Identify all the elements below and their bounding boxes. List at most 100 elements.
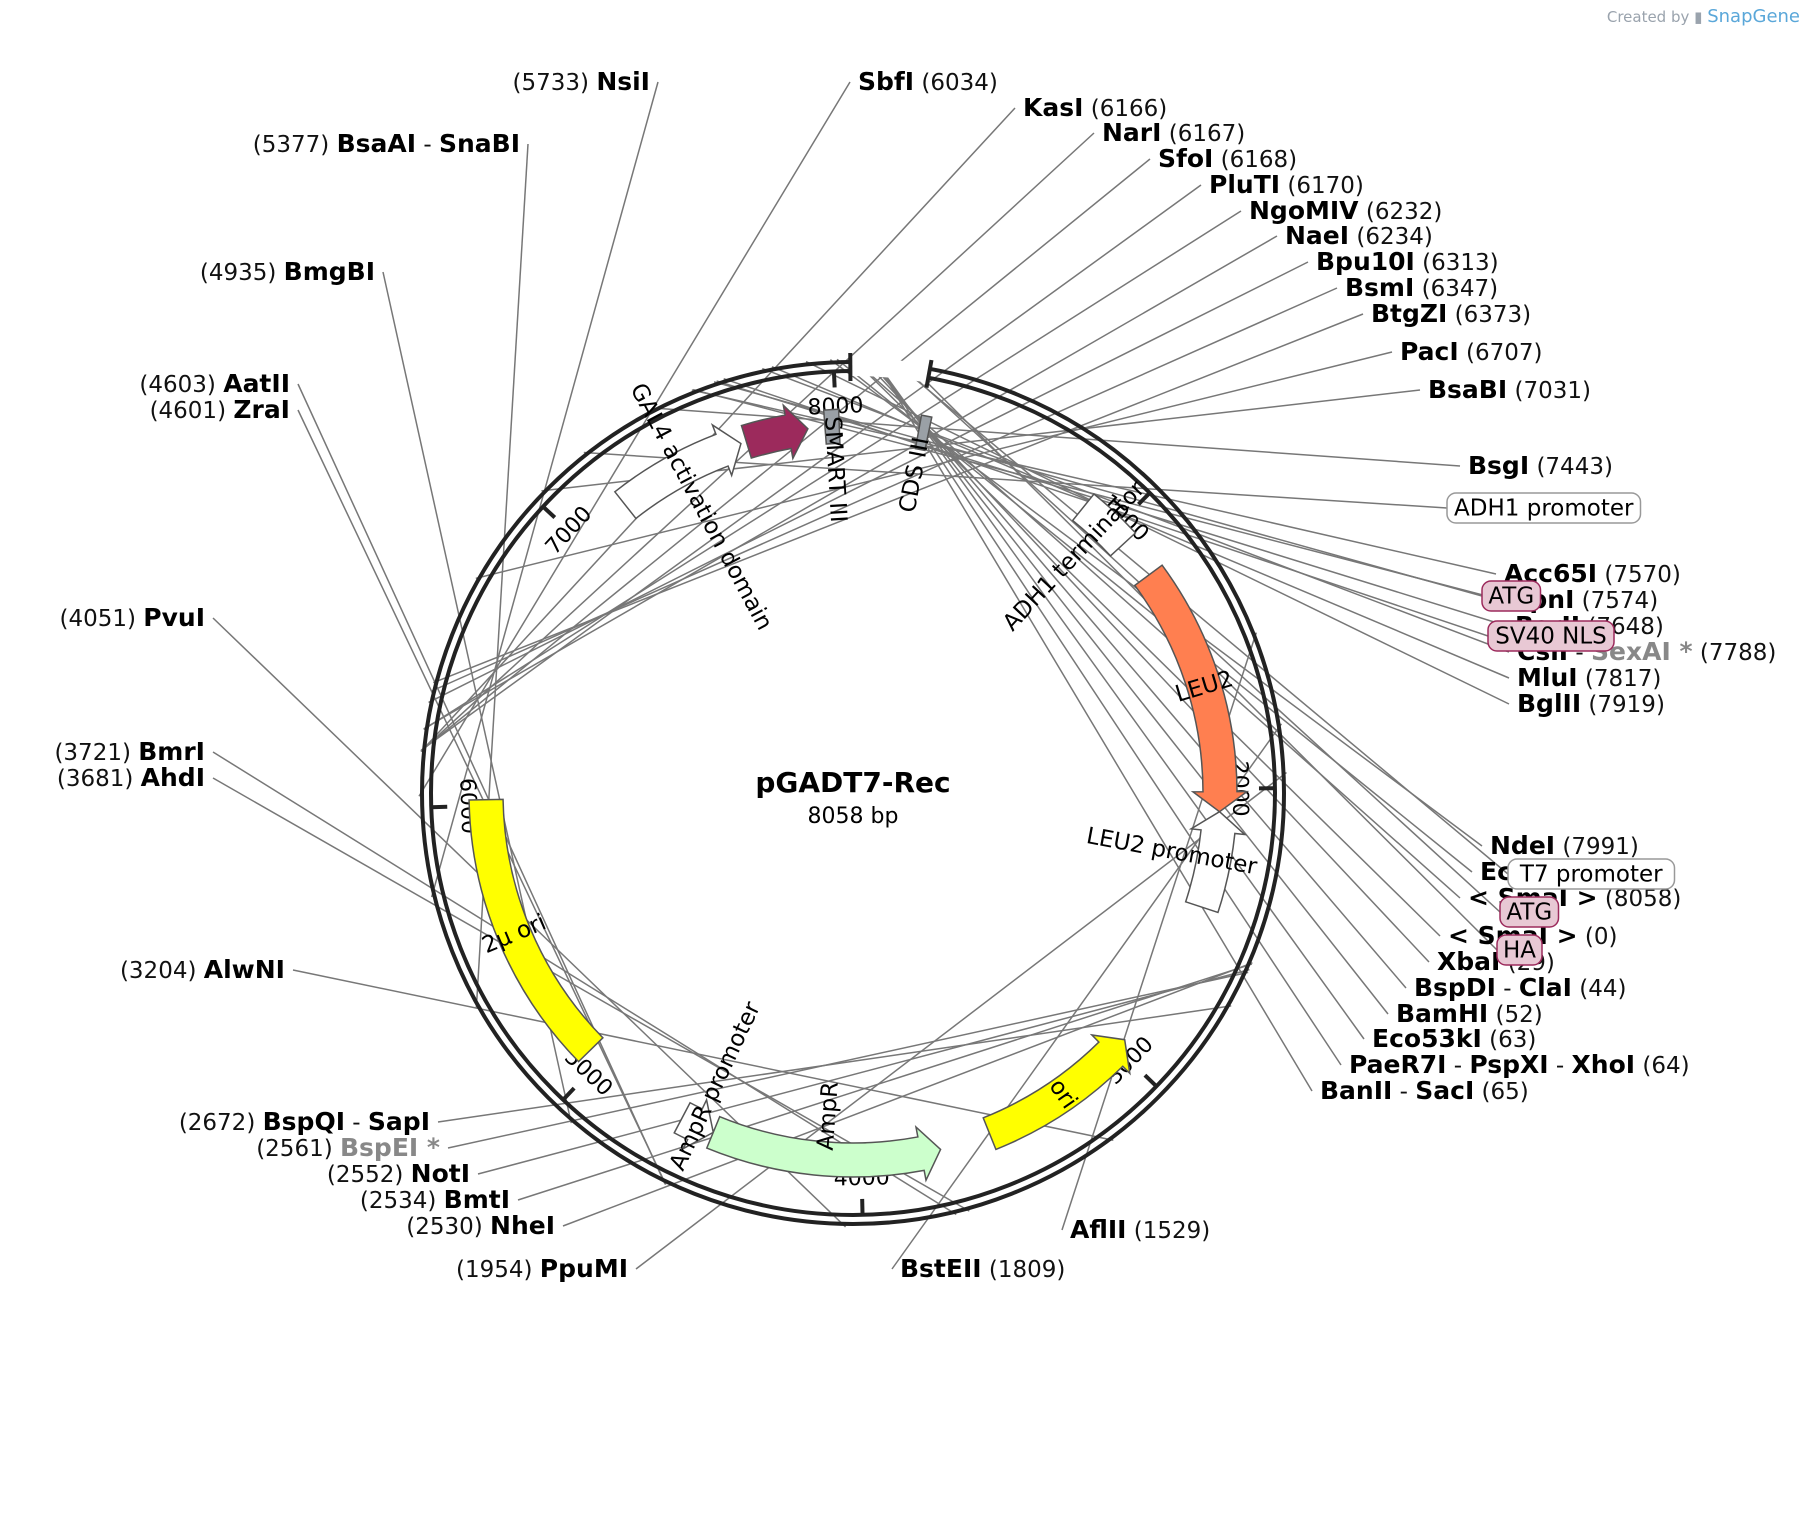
boxed-label-text: ATG — [1506, 900, 1552, 926]
tick-mark — [1143, 1073, 1158, 1088]
snapgene-logo-icon: ▮ — [1694, 8, 1703, 26]
site-label: SfoI (6168) — [1158, 144, 1297, 173]
site-label: NarI (6167) — [1102, 118, 1245, 147]
boxed-label-text: ADH1 promoter — [1454, 496, 1634, 522]
feature-leu2 — [1133, 564, 1250, 813]
tick-mark — [1137, 491, 1152, 506]
feature-label: SMART III — [819, 416, 851, 524]
backbone-gap — [850, 358, 931, 383]
site-label: BsgI (7443) — [1468, 451, 1613, 480]
site-leader-line — [423, 235, 1278, 730]
boxed-label-frame — [1487, 620, 1615, 652]
boxed-label-leader — [713, 381, 1483, 597]
plasmid-size: 8058 bp — [808, 804, 899, 829]
site-leader-line — [418, 81, 851, 797]
site-leader-line — [771, 365, 1510, 679]
site-leader-lines — [212, 81, 1510, 1270]
site-label: Bpu10I (6313) — [1316, 247, 1499, 276]
feature-2-ori — [468, 798, 604, 1063]
site-leader-line — [423, 210, 1242, 731]
site-label: (4935) BmgBI — [200, 257, 375, 286]
site-leader-line — [297, 383, 666, 1185]
boxed-label-text: T7 promoter — [1519, 862, 1663, 888]
site-leader-line — [292, 969, 1114, 1141]
site-leader-line — [477, 968, 1250, 1175]
site-label: (4051) PvuI — [59, 603, 205, 632]
site-label: (5733) NsiI — [513, 67, 650, 96]
site-label: (2672) BspQI - SapI — [179, 1107, 430, 1136]
site-label: NgoMIV (6232) — [1249, 196, 1442, 225]
site-leader-line — [716, 380, 1508, 627]
tick-mark — [561, 1086, 576, 1102]
feature-leu2-promoter — [1184, 810, 1248, 914]
boxed-label-frame — [1507, 858, 1676, 890]
site-leader-line — [870, 358, 1389, 1015]
watermark-prefix: Created by — [1606, 8, 1690, 26]
site-label: BglII (7919) — [1517, 689, 1665, 718]
site-label: Eco53kI (63) — [1372, 1024, 1536, 1053]
site-label: (5377) BsaAI - SnaBI — [253, 129, 520, 158]
feature-smart-iii — [822, 408, 841, 445]
site-leader-line — [432, 313, 1364, 684]
site-labels: (5733) NsiI (5377) BsaAI - SnaBI (4935) Bm… — [54, 67, 1776, 1283]
site-label: BstEII (1809) — [900, 1254, 1065, 1283]
boxed-label-text: ATG — [1488, 584, 1534, 610]
site-label: BanII - SacI (65) — [1320, 1076, 1529, 1105]
tick-mark — [831, 371, 837, 388]
site-label: (4601) ZraI — [150, 395, 290, 424]
site-label: SbfI (6034) — [858, 67, 998, 96]
site-leader-line — [873, 359, 1365, 1040]
boxed-label-frame — [1496, 934, 1543, 966]
site-leader-line — [862, 358, 1430, 963]
site-leader-line — [562, 962, 1253, 1227]
site-leader-line — [428, 261, 1309, 704]
site-leader-line — [874, 359, 1313, 1092]
site-label: BamHI (52) — [1396, 999, 1543, 1028]
site-label: (2530) NheI — [406, 1211, 555, 1240]
site-leader-line — [212, 751, 957, 1216]
site-label: BtgZI (6373) — [1371, 299, 1531, 328]
watermark-brand: SnapGene — [1707, 6, 1800, 27]
site-label: (4603) AatII — [139, 369, 290, 398]
site-leader-line — [852, 358, 1461, 899]
site-label: (3681) AhdI — [57, 763, 205, 792]
tick-mark — [541, 505, 557, 519]
feature-ampr — [705, 1115, 942, 1183]
boxed-label-frame — [1446, 492, 1642, 524]
feature-adh1-terminator — [1071, 492, 1137, 557]
feature-label: AmpR — [813, 1081, 844, 1151]
site-label: (1954) PpuMI — [456, 1254, 628, 1283]
site-leader-line — [212, 777, 970, 1212]
feature-ori — [982, 1033, 1131, 1151]
boxed-label: ATG — [1481, 580, 1542, 612]
boxed-label: HA — [1496, 934, 1543, 966]
snapgene-watermark: Created by ▮ SnapGene — [1607, 6, 1800, 27]
tick-mark — [431, 804, 448, 810]
boxed-label-leader — [893, 360, 1509, 875]
boxed-label: T7 promoter — [1507, 858, 1676, 890]
feature-cds-iii — [914, 414, 933, 452]
site-leader-line — [437, 1005, 1232, 1123]
plasmid-name: pGADT7-Rec — [755, 766, 950, 799]
boxed-label-text: HA — [1503, 938, 1536, 964]
backbone-gap-start — [924, 359, 934, 388]
boxed-label: ATG — [1499, 896, 1560, 928]
site-label: NaeI (6234) — [1285, 221, 1433, 250]
boxed-label-frame — [1499, 896, 1560, 928]
boxed-label: ADH1 promoter — [1446, 492, 1642, 524]
site-leader-line — [635, 771, 1287, 1270]
site-leader-line — [867, 358, 1407, 989]
site-leader-line — [517, 963, 1253, 1201]
boxed-label-frame — [1481, 580, 1542, 612]
site-leader-line — [447, 971, 1249, 1149]
site-label: (2534) BmtI — [360, 1185, 510, 1214]
site-label: PluTI (6170) — [1209, 170, 1364, 199]
site-label: AflII (1529) — [1070, 1215, 1210, 1244]
feature-gal4-activation-domain — [740, 403, 809, 461]
site-leader-line — [874, 359, 1342, 1066]
site-label: NdeI (7991) — [1490, 831, 1639, 860]
site-label: (2561) BspEI * — [256, 1133, 440, 1162]
feature-ampr-promoter — [673, 1097, 715, 1151]
